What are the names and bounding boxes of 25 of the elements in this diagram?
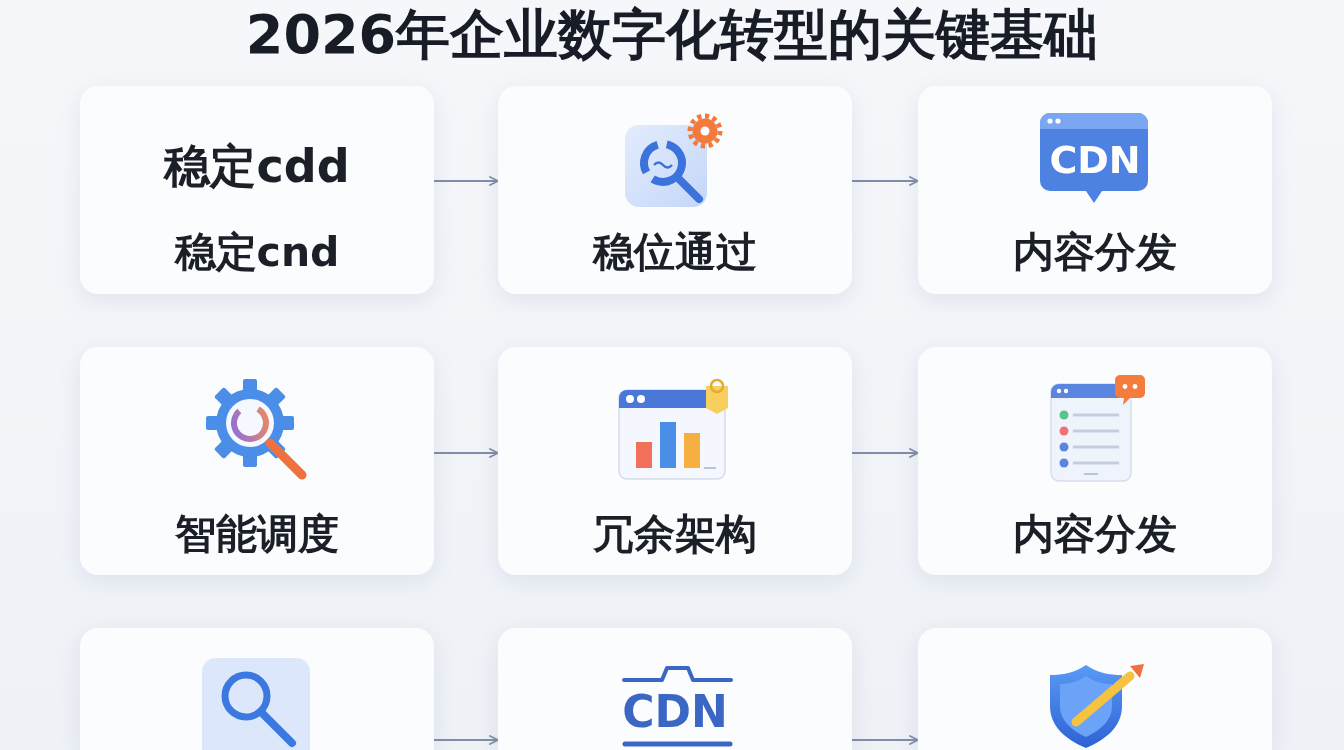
- arrow: [851, 176, 919, 186]
- card: [498, 86, 852, 294]
- arrow: [433, 176, 499, 186]
- arrow: [851, 735, 919, 745]
- card-label: 内容分发: [1013, 511, 1177, 559]
- arrow: [433, 448, 499, 458]
- card-label: 智能调度: [175, 511, 339, 559]
- card: [918, 86, 1272, 294]
- card-label: 稳定cnd: [174, 229, 340, 277]
- card-label: 内容分发: [1013, 229, 1177, 277]
- icon-label: CDN: [622, 686, 728, 738]
- arrow: [433, 735, 499, 745]
- card: [80, 86, 434, 294]
- icon-label: CDN: [1049, 139, 1141, 183]
- card-label: 冗余架构: [593, 511, 757, 559]
- card-title: 稳定cdd: [164, 139, 350, 193]
- arrow: [851, 448, 919, 458]
- card: [80, 347, 434, 575]
- card: [80, 628, 434, 750]
- card-label: 稳位通过: [593, 229, 757, 277]
- page-title: 2026年企业数字化转型的关键基础: [245, 4, 1099, 67]
- card: [498, 628, 852, 750]
- card: [918, 347, 1272, 575]
- card: [918, 628, 1272, 750]
- card: [498, 347, 852, 575]
